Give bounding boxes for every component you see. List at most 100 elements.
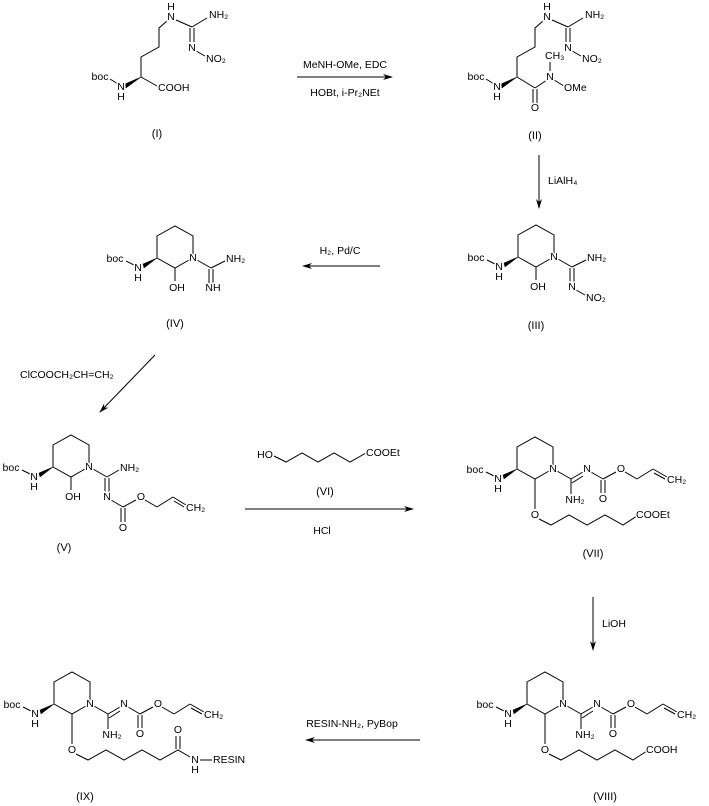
atom-NO2: NO₂ (206, 53, 226, 65)
atom-CH2: CH₂ (667, 474, 686, 486)
atom-H: H (31, 718, 39, 730)
atom-HO: HO (257, 449, 273, 461)
compound-label-V: (V) (57, 542, 72, 554)
atom-OH: OH (530, 281, 546, 293)
compound-label-VIII: (VIII) (593, 791, 617, 803)
reaction-arrow-5: HCl (245, 506, 414, 537)
compound-label-IV: (IV) (166, 318, 184, 330)
boc-label: boc (3, 462, 20, 474)
compound-IV: boc N H N OH NH₂ NH (IV) (105, 225, 247, 330)
atom-O: O (119, 522, 127, 534)
reaction-arrow-6: LiOH (590, 597, 626, 651)
atom-H: H (494, 483, 502, 495)
atom-H: H (543, 1, 551, 13)
atom-NH: NH (205, 282, 220, 294)
compound-label-III: (III) (528, 320, 545, 332)
atom-O: O (599, 493, 607, 505)
ring-N: N (550, 251, 558, 263)
boc-label: boc (92, 71, 109, 83)
atom-O: O (68, 744, 76, 756)
atom-NO2: NO₂ (582, 53, 602, 65)
atom-H: H (134, 272, 142, 284)
atom-O: O (617, 463, 625, 475)
atom-NO2: NO₂ (586, 292, 606, 304)
atom-N: N (504, 708, 512, 720)
atom-H: H (30, 481, 38, 493)
reagent-label: HCl (313, 525, 331, 537)
atom-NH2: NH₂ (102, 729, 121, 741)
atom-CH2: CH₂ (204, 709, 223, 721)
reaction-arrow-2: LiAlH₄ (536, 155, 577, 209)
ring-N: N (549, 463, 557, 475)
atom-CH2: CH₂ (186, 502, 205, 514)
atom-H: H (167, 1, 175, 13)
atom-COOEt: COOEt (366, 447, 400, 459)
atom-N: N (583, 463, 591, 475)
compound-label-VII: (VII) (583, 548, 604, 560)
atom-O: O (136, 728, 144, 740)
atom-O: O (174, 724, 182, 736)
boc-label: boc (4, 699, 21, 711)
atom-OH: OH (169, 282, 185, 294)
atom-H: H (504, 718, 512, 730)
reagent-label: H₂, Pd/C (320, 245, 361, 257)
compound-label-II: (II) (528, 130, 541, 142)
compound-label-VI: (VI) (316, 486, 334, 498)
ring-N: N (86, 698, 94, 710)
reagent-label: ClCOOCH₂CH=CH₂ (20, 369, 114, 381)
atom-COOH: COOH (158, 82, 190, 94)
atom-N: N (495, 261, 503, 273)
atom-H: H (191, 764, 199, 776)
atom-N: N (117, 81, 125, 93)
atom-H: H (493, 91, 501, 103)
atom-N: N (30, 471, 38, 483)
atom-N: N (543, 11, 551, 23)
atom-N: N (134, 262, 142, 274)
reaction-arrow-7: RESIN-NH₂, PyBop (305, 718, 420, 743)
compound-VI: HO COOEt (VI) (256, 446, 402, 499)
reagent-label: LiAlH₄ (548, 175, 577, 187)
ring-N: N (559, 698, 567, 710)
atom-O: O (609, 728, 617, 740)
ring-N: N (85, 461, 93, 473)
reaction-arrow-4: ClCOOCH₂CH=CH₂ (20, 354, 156, 413)
boc-label: boc (468, 71, 485, 83)
compound-II: boc N H N H NH₂ N NO₂ O N CH₃ OMe (II) (466, 0, 606, 142)
atom-N: N (568, 281, 576, 293)
compound-label-IX: (IX) (76, 791, 94, 803)
atom-N: N (103, 491, 111, 503)
reagent-label: RESIN-NH₂, PyBop (306, 718, 398, 730)
boc-label: boc (468, 252, 485, 264)
atom-NH2: NH₂ (575, 729, 594, 741)
atom-N: N (167, 11, 175, 23)
atom-NH2: NH₂ (585, 9, 604, 21)
compound-IX: boc N H N N NH₂ O O CH₂ O O N H RESIN (I… (2, 671, 247, 803)
reagent-label: MeNH-OMe, EDC (303, 59, 387, 71)
atom-OH: OH (65, 491, 81, 503)
atom-CH3: CH₃ (545, 50, 564, 62)
atom-N: N (188, 42, 196, 54)
compound-label-I: (I) (152, 128, 162, 140)
atom-N: N (564, 42, 572, 54)
atom-N: N (120, 698, 128, 710)
atom-NH2: NH₂ (120, 462, 139, 474)
boc-label: boc (107, 253, 124, 265)
atom-O: O (137, 491, 145, 503)
compound-VII: boc N H N N NH₂ O O CH₂ O COOEt (VII) (465, 436, 688, 560)
atom-O: O (531, 102, 539, 114)
atom-O: O (541, 744, 549, 756)
boc-label: boc (467, 464, 484, 476)
atom-N: N (31, 708, 39, 720)
atom-N: N (546, 71, 554, 83)
reagent-label: HOBt, i-Pr₂NEt (310, 87, 379, 99)
atom-NH2: NH₂ (226, 253, 245, 265)
reaction-arrow-1: MeNH-OMe, EDC HOBt, i-Pr₂NEt (297, 59, 393, 99)
atom-N: N (593, 698, 601, 710)
compound-VIII: boc N H N N NH₂ O O CH₂ O COOH (VIII) (475, 671, 698, 803)
reagent-label: LiOH (602, 618, 626, 630)
atom-NH2: NH₂ (209, 9, 228, 21)
reaction-arrow-3: H₂, Pd/C (302, 245, 380, 269)
compound-I: boc N H N H NH₂ N NO₂ COOH (I) (90, 0, 230, 140)
compound-V: boc N H N OH NH₂ N O O CH₂ (V) (1, 434, 207, 554)
